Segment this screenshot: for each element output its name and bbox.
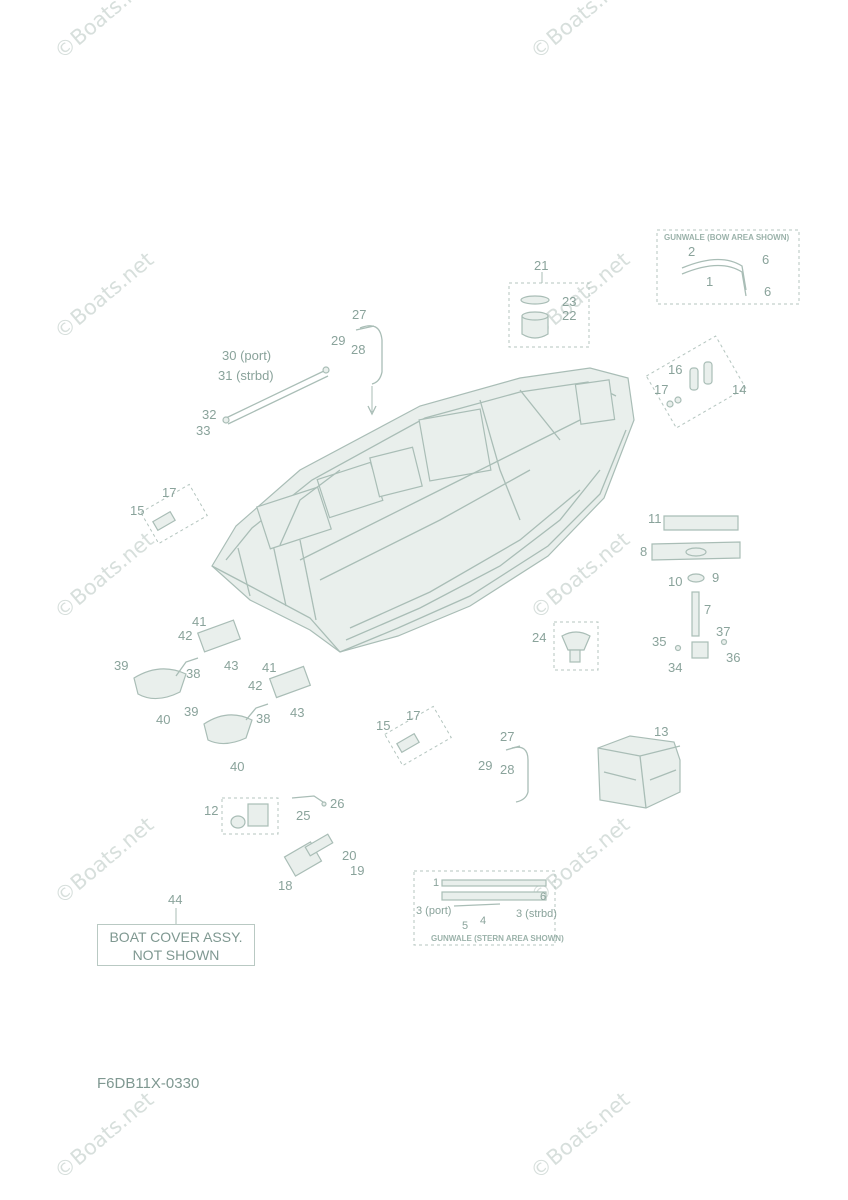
- part-27-28-29-grab-rail: 27 29 28: [331, 307, 383, 416]
- callout-36: 36: [726, 650, 740, 665]
- callout-29: 29: [478, 758, 492, 773]
- callout-17: 17: [654, 382, 668, 397]
- callout-23: 23: [562, 294, 576, 309]
- callout-43: 43: [224, 658, 238, 673]
- part-12-bracket: 12: [204, 797, 279, 835]
- watermark: ©Boats.net: [526, 0, 634, 64]
- part-44-leader: 44: [168, 892, 182, 924]
- callout-35: 35: [652, 634, 666, 649]
- watermark: ©Boats.net: [526, 1087, 634, 1183]
- callout-5: 5: [462, 920, 468, 932]
- callout-31-strbd: 31 (strbd): [218, 368, 274, 383]
- callout-1: 1: [433, 877, 439, 889]
- part-30-31-rail: 30 (port) 31 (strbd) 32 33: [196, 348, 330, 438]
- part-18-20-bracket: 18 20 19: [278, 833, 364, 893]
- callout-29: 29: [331, 333, 345, 348]
- callout-38: 38: [186, 666, 200, 681]
- callout-30-port: 30 (port): [222, 348, 271, 363]
- callout-32: 32: [202, 407, 216, 422]
- callout-41: 41: [192, 614, 206, 629]
- callout-26: 26: [330, 796, 344, 811]
- boat-hull: [211, 367, 635, 653]
- callout-13: 13: [654, 724, 668, 739]
- callout-19: 19: [350, 863, 364, 878]
- bow-inset-label: GUNWALE (BOW AREA SHOWN): [664, 233, 790, 242]
- watermark: ©Boats.net: [50, 812, 158, 908]
- part-38-43-seat-lower: 41 42 43 39 38 40: [184, 660, 312, 774]
- callout-15: 15: [130, 503, 144, 518]
- callout-27: 27: [500, 729, 514, 744]
- watermark: ©Boats.net: [50, 247, 158, 343]
- diagram-code: F6DB11X-0330: [97, 1075, 200, 1092]
- callout-25: 25: [296, 808, 310, 823]
- part-25-26-clip: 26 25: [291, 795, 344, 823]
- callout-37: 37: [716, 624, 730, 639]
- callout-38: 38: [256, 711, 270, 726]
- part-15-17-clip: 15 17: [130, 483, 208, 545]
- callout-17: 17: [406, 708, 420, 723]
- note-line-2: NOT SHOWN: [132, 947, 220, 963]
- callout-27: 27: [352, 307, 366, 322]
- callout-4: 4: [480, 915, 486, 927]
- part-8-11-table: 11 8 10 9: [640, 511, 741, 589]
- callout-16: 16: [668, 362, 682, 377]
- callout-42: 42: [178, 628, 192, 643]
- callout-18: 18: [278, 878, 292, 893]
- callout-3-port: 3 (port): [416, 905, 451, 917]
- part-7-pedestal: 7 35 37 36 34: [652, 591, 740, 675]
- callout-42: 42: [248, 678, 262, 693]
- callout-40: 40: [230, 759, 244, 774]
- boat-cover-note: BOAT COVER ASSY. NOT SHOWN: [97, 924, 255, 966]
- part-13-cooler: 13: [597, 724, 681, 809]
- note-line-1: BOAT COVER ASSY.: [109, 929, 243, 945]
- callout-3-strbd: 3 (strbd): [516, 908, 557, 920]
- part-38-43-seat-upper: 41 42 43 39 38 40: [114, 614, 242, 727]
- callout-44: 44: [168, 892, 182, 907]
- callout-12: 12: [204, 803, 218, 818]
- watermark: ©Boats.net: [50, 527, 158, 623]
- callout-43: 43: [290, 705, 304, 720]
- part-15-17-clip-lower: 15 17: [376, 705, 452, 767]
- callout-7: 7: [704, 602, 711, 617]
- callout-17: 17: [162, 485, 176, 500]
- callout-21: 21: [534, 258, 548, 273]
- callout-22: 22: [562, 308, 576, 323]
- callout-1: 1: [706, 274, 713, 289]
- callout-6: 6: [540, 891, 546, 903]
- callout-28: 28: [500, 762, 514, 777]
- watermark: ©Boats.net: [50, 1087, 158, 1183]
- callout-28: 28: [351, 342, 365, 357]
- callout-39: 39: [184, 704, 198, 719]
- callout-40: 40: [156, 712, 170, 727]
- gunwale-stern-inset: 1 6 3 (port) 3 (strbd) 4 5 GUNWALE (STER…: [413, 870, 564, 946]
- callout-41: 41: [262, 660, 276, 675]
- part-24-fitting: 24: [532, 621, 599, 671]
- watermark: ©Boats.net: [50, 0, 158, 64]
- callout-10: 10: [668, 574, 682, 589]
- part-14-16-17-hinge: 16 17 14: [645, 335, 746, 429]
- callout-14: 14: [732, 382, 746, 397]
- callout-11: 11: [648, 511, 662, 526]
- part-21-cup-holder: 21 23 22: [508, 258, 590, 348]
- callout-15: 15: [376, 718, 390, 733]
- callout-9: 9: [712, 570, 719, 585]
- callout-6: 6: [764, 284, 771, 299]
- callout-24: 24: [532, 630, 546, 645]
- stern-inset-label: GUNWALE (STERN AREA SHOWN): [431, 934, 564, 943]
- callout-39: 39: [114, 658, 128, 673]
- callout-2: 2: [688, 244, 695, 259]
- callout-20: 20: [342, 848, 356, 863]
- callout-34: 34: [668, 660, 682, 675]
- part-27-28-29-rail-lower: 27 29 28: [478, 729, 529, 803]
- gunwale-bow-inset: GUNWALE (BOW AREA SHOWN) 2 1 6 6: [656, 229, 800, 305]
- callout-33: 33: [196, 423, 210, 438]
- callout-8: 8: [640, 544, 647, 559]
- callout-6: 6: [762, 252, 769, 267]
